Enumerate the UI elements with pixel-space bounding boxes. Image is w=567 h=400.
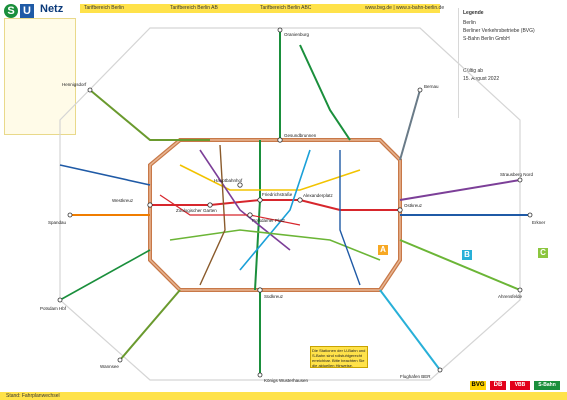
u-line-cyan	[239, 149, 311, 271]
legend-heading: Legende	[463, 10, 484, 16]
u-line-red	[159, 194, 301, 226]
sbahn-logo: S-Bahn	[534, 381, 560, 390]
station-label[interactable]: Friedrichstraße	[262, 192, 293, 197]
station-marker[interactable]	[247, 212, 253, 218]
station-marker[interactable]	[517, 287, 523, 293]
station-label[interactable]: Hennigsdorf	[62, 82, 87, 87]
zone-abc-label: Tarifbereich Berlin ABC	[260, 5, 312, 11]
station-label[interactable]: Hauptbahnhof	[214, 178, 243, 183]
station-label[interactable]: Ostkreuz	[404, 203, 423, 208]
station-marker[interactable]	[437, 367, 443, 373]
su-logo: S U	[4, 4, 38, 18]
station-label[interactable]: Erkner	[532, 220, 546, 225]
station-label[interactable]: Zoologischer Garten	[176, 208, 217, 213]
accessibility-note: Die Stationen der U-Bahn und S-Bahn sind…	[310, 346, 368, 368]
station-marker[interactable]	[237, 182, 243, 188]
station-labels: Ostkreuz Gesundbrunnen Westkreuz Südkreu…	[40, 32, 546, 383]
nord-sued-bahn-line	[254, 140, 261, 291]
station-marker[interactable]	[517, 177, 523, 183]
info-city: Berlin	[463, 20, 476, 26]
info-org: Berliner Verkehrsbetriebe (BVG)	[463, 28, 535, 34]
s-bahn-logo-icon: S	[4, 4, 18, 18]
footer-band: Stand: Fahrplanwechsel	[0, 392, 567, 400]
station-markers	[57, 27, 533, 378]
station-label[interactable]: Gesundbrunnen	[284, 133, 317, 138]
s-line-east-purple	[399, 179, 521, 201]
station-label[interactable]: Westkreuz	[112, 198, 134, 203]
station-marker[interactable]	[397, 207, 403, 213]
tariff-label: Tarifbereich Berlin	[84, 5, 125, 11]
station-label[interactable]: Strausberg Nord	[500, 172, 534, 177]
footer-left-text: Stand: Fahrplanwechsel	[6, 393, 60, 399]
station-marker[interactable]	[67, 212, 73, 218]
station-label[interactable]: Potsdam Hbf	[40, 306, 67, 311]
u-line-yellow	[179, 164, 361, 191]
s-line-west-blue	[59, 164, 151, 186]
station-label[interactable]: Spandau	[48, 220, 67, 225]
station-label[interactable]: Potsdamer Platz	[252, 218, 286, 223]
info-date: 15. August 2022	[463, 76, 500, 82]
zone-c-badge: C	[538, 248, 548, 258]
station-label[interactable]: Südkreuz	[264, 294, 284, 299]
s-line-southwest	[119, 289, 181, 361]
s-line-northwest	[89, 89, 210, 141]
header-url[interactable]: www.bvg.de | www.s-bahn-berlin.de	[365, 5, 445, 11]
station-marker[interactable]	[277, 137, 283, 143]
ringbahn-inner-stroke	[149, 139, 401, 291]
info-line3: S-Bahn Berlin GmbH	[463, 36, 510, 42]
station-marker[interactable]	[207, 202, 213, 208]
station-marker[interactable]	[297, 197, 303, 203]
station-marker[interactable]	[257, 197, 263, 203]
u-line-blue	[339, 150, 361, 286]
u-line-brown	[199, 144, 226, 286]
station-label[interactable]: Königs Wusterhausen	[264, 378, 308, 383]
station-label[interactable]: Alexanderplatz	[303, 193, 334, 198]
outer-zone-boundary	[59, 27, 521, 381]
station-marker[interactable]	[57, 297, 63, 303]
bvg-logo: BVG	[470, 381, 486, 390]
ringbahn-line	[148, 138, 402, 292]
station-label[interactable]: Bernau	[424, 84, 439, 89]
s-line-north-east	[299, 44, 351, 141]
station-label[interactable]: Wannsee	[100, 364, 119, 369]
s-line-west-south	[59, 249, 151, 301]
u-line-lightgreen	[169, 229, 381, 261]
station-label[interactable]: Oranienburg	[284, 32, 310, 37]
station-marker[interactable]	[147, 202, 153, 208]
page-title: Netz	[40, 3, 64, 15]
station-marker[interactable]	[277, 27, 283, 33]
vbb-logo: VBB	[510, 381, 530, 390]
s-line-northeast	[399, 89, 421, 161]
db-logo: DB	[490, 381, 506, 390]
station-marker[interactable]	[117, 357, 123, 363]
s-line-south-east	[379, 289, 441, 371]
zone-a-badge: A	[378, 245, 388, 255]
station-label[interactable]: Flughafen BER	[400, 374, 431, 379]
zone-ab-label: Tarifbereich Berlin AB	[170, 5, 218, 11]
header-band: Tarifbereich Berlin Tarifbereich Berlin …	[80, 4, 444, 13]
zone-b-badge: B	[462, 250, 472, 260]
station-marker[interactable]	[527, 212, 533, 218]
u-line-purple	[199, 149, 291, 251]
info-valid-label: Gültig ab	[463, 68, 484, 74]
stadtbahn-line	[150, 199, 400, 211]
u-bahn-logo-icon: U	[20, 4, 34, 18]
station-marker[interactable]	[257, 287, 263, 293]
station-marker[interactable]	[257, 372, 263, 378]
station-label[interactable]: Ahrensfelde	[498, 294, 523, 299]
station-marker[interactable]	[417, 87, 423, 93]
station-marker[interactable]	[87, 87, 93, 93]
s-line-southeast	[399, 239, 521, 291]
